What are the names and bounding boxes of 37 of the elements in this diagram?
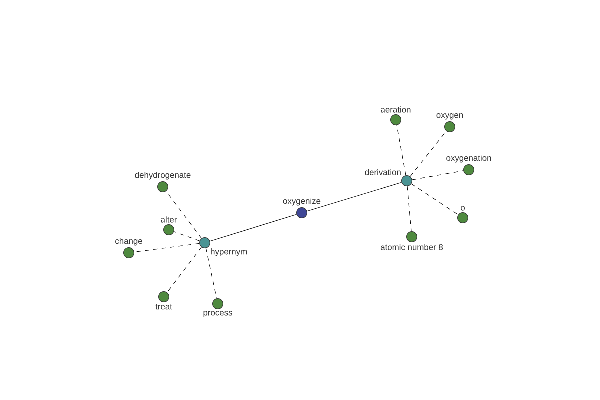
- graph-node: aeration: [381, 106, 411, 126]
- graph-node: atomic number 8: [380, 232, 444, 250]
- dashed-connector: [411, 184, 459, 216]
- graph-node: alter: [161, 216, 178, 236]
- dashed-connector: [410, 131, 447, 177]
- dashed-connector: [167, 247, 202, 293]
- node-label: hypernym: [211, 248, 248, 256]
- graph-node: oxygenize: [283, 198, 321, 218]
- dashed-connector: [174, 232, 200, 242]
- node-label: oxygenation: [446, 154, 492, 163]
- node-label: oxygenize: [283, 198, 321, 206]
- node-label: aeration: [381, 106, 411, 113]
- node-label: atomic number 8: [380, 244, 444, 250]
- dashed-connector: [166, 191, 202, 239]
- node-label: process: [204, 311, 232, 318]
- graph-node: dehydrogenate: [135, 172, 191, 192]
- connector: [306, 182, 402, 212]
- node-label: o: [461, 206, 465, 211]
- dashed-connector: [412, 170, 464, 180]
- node-label: dehydrogenate: [135, 172, 191, 180]
- graph-node: oxygenation: [446, 154, 492, 176]
- dashed-connector: [206, 248, 218, 299]
- node-label: treat: [156, 304, 172, 310]
- node-label: oxygen: [436, 114, 464, 120]
- graph-node: treat: [156, 292, 172, 310]
- node-label: change: [116, 238, 142, 246]
- node-label: derivation: [365, 169, 401, 176]
- graph-node: change: [116, 238, 142, 258]
- graph-node: process: [204, 298, 232, 318]
- connector: [210, 214, 298, 242]
- node-label: alter: [161, 216, 178, 223]
- graph-node: oxygen: [436, 114, 464, 132]
- dashed-connector: [407, 186, 412, 232]
- graph-node: derivation: [365, 169, 412, 186]
- graph-node: o: [458, 206, 468, 224]
- graph-node: hypernym: [200, 238, 248, 256]
- dashed-connector: [396, 125, 406, 176]
